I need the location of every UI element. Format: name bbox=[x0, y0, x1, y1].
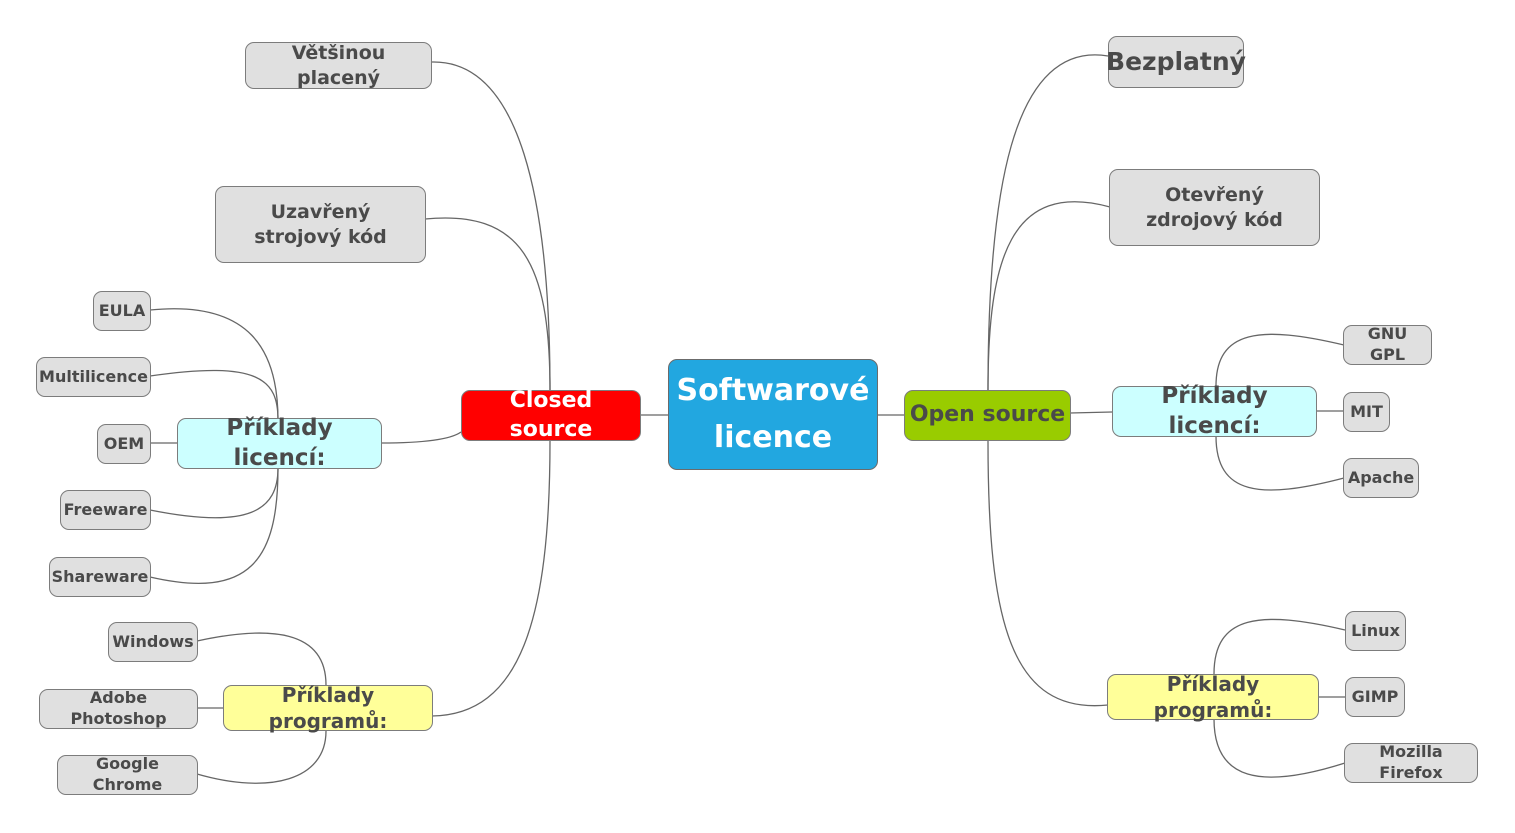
license-oem-node[interactable]: OEM bbox=[97, 424, 151, 464]
license-eula-node[interactable]: EULA bbox=[93, 291, 151, 331]
mostly-paid-node[interactable]: Většinou placený bbox=[245, 42, 432, 89]
link-open-free bbox=[987, 54, 1109, 391]
link-prog-windows bbox=[196, 632, 327, 686]
closed-source-node[interactable]: Closed source bbox=[461, 388, 641, 442]
license-freeware-node[interactable]: Freeware bbox=[60, 490, 151, 530]
link-open-program-examples bbox=[987, 440, 1109, 707]
program-photoshop-node[interactable]: Adobe Photoshop bbox=[39, 688, 198, 729]
license-gnu-gpl-node[interactable]: GNU GPL bbox=[1343, 324, 1432, 365]
link-closed-mostly-paid bbox=[431, 61, 551, 391]
link-open-open-code bbox=[987, 201, 1111, 391]
license-multilicence-node[interactable]: Multilicence bbox=[36, 357, 151, 397]
license-apache-node[interactable]: Apache bbox=[1343, 458, 1419, 498]
program-firefox-node[interactable]: Mozilla Firefox bbox=[1344, 742, 1478, 783]
root-node[interactable]: Softwarové licence bbox=[668, 359, 878, 470]
link-closed-license-examples bbox=[380, 431, 462, 444]
program-gimp-node[interactable]: GIMP bbox=[1345, 677, 1405, 717]
link-olic-gnu bbox=[1215, 333, 1345, 387]
license-mit-node[interactable]: MIT bbox=[1343, 392, 1390, 432]
free-node[interactable]: Bezplatný bbox=[1106, 36, 1246, 88]
link-closed-closed-code bbox=[424, 217, 551, 391]
link-oprog-linux bbox=[1213, 618, 1346, 675]
link-olic-apache bbox=[1215, 435, 1345, 491]
license-shareware-node[interactable]: Shareware bbox=[49, 557, 151, 597]
link-lic-eula bbox=[149, 308, 279, 421]
program-windows-node[interactable]: Windows bbox=[108, 622, 198, 662]
link-lic-freeware bbox=[149, 467, 279, 519]
link-prog-chrome bbox=[196, 730, 327, 784]
program-linux-node[interactable]: Linux bbox=[1345, 611, 1406, 651]
closed-code-node[interactable]: Uzavřený strojový kód bbox=[215, 186, 426, 263]
program-chrome-node[interactable]: Google Chrome bbox=[57, 754, 198, 795]
link-oprog-firefox bbox=[1213, 718, 1346, 778]
open-code-node[interactable]: Otevřený zdrojový kód bbox=[1109, 169, 1320, 246]
link-lic-multilicence bbox=[149, 369, 279, 421]
closed-license-examples-node[interactable]: Příklady licencí: bbox=[177, 415, 382, 471]
link-closed-program-examples bbox=[431, 440, 551, 717]
open-license-examples-node[interactable]: Příklady licencí: bbox=[1112, 383, 1317, 439]
open-program-examples-node[interactable]: Příklady programů: bbox=[1107, 672, 1319, 722]
open-source-node[interactable]: Open source bbox=[904, 390, 1071, 441]
link-lic-shareware bbox=[149, 467, 279, 585]
closed-program-examples-node[interactable]: Příklady programů: bbox=[223, 683, 433, 733]
link-open-license-examples bbox=[1069, 411, 1113, 414]
